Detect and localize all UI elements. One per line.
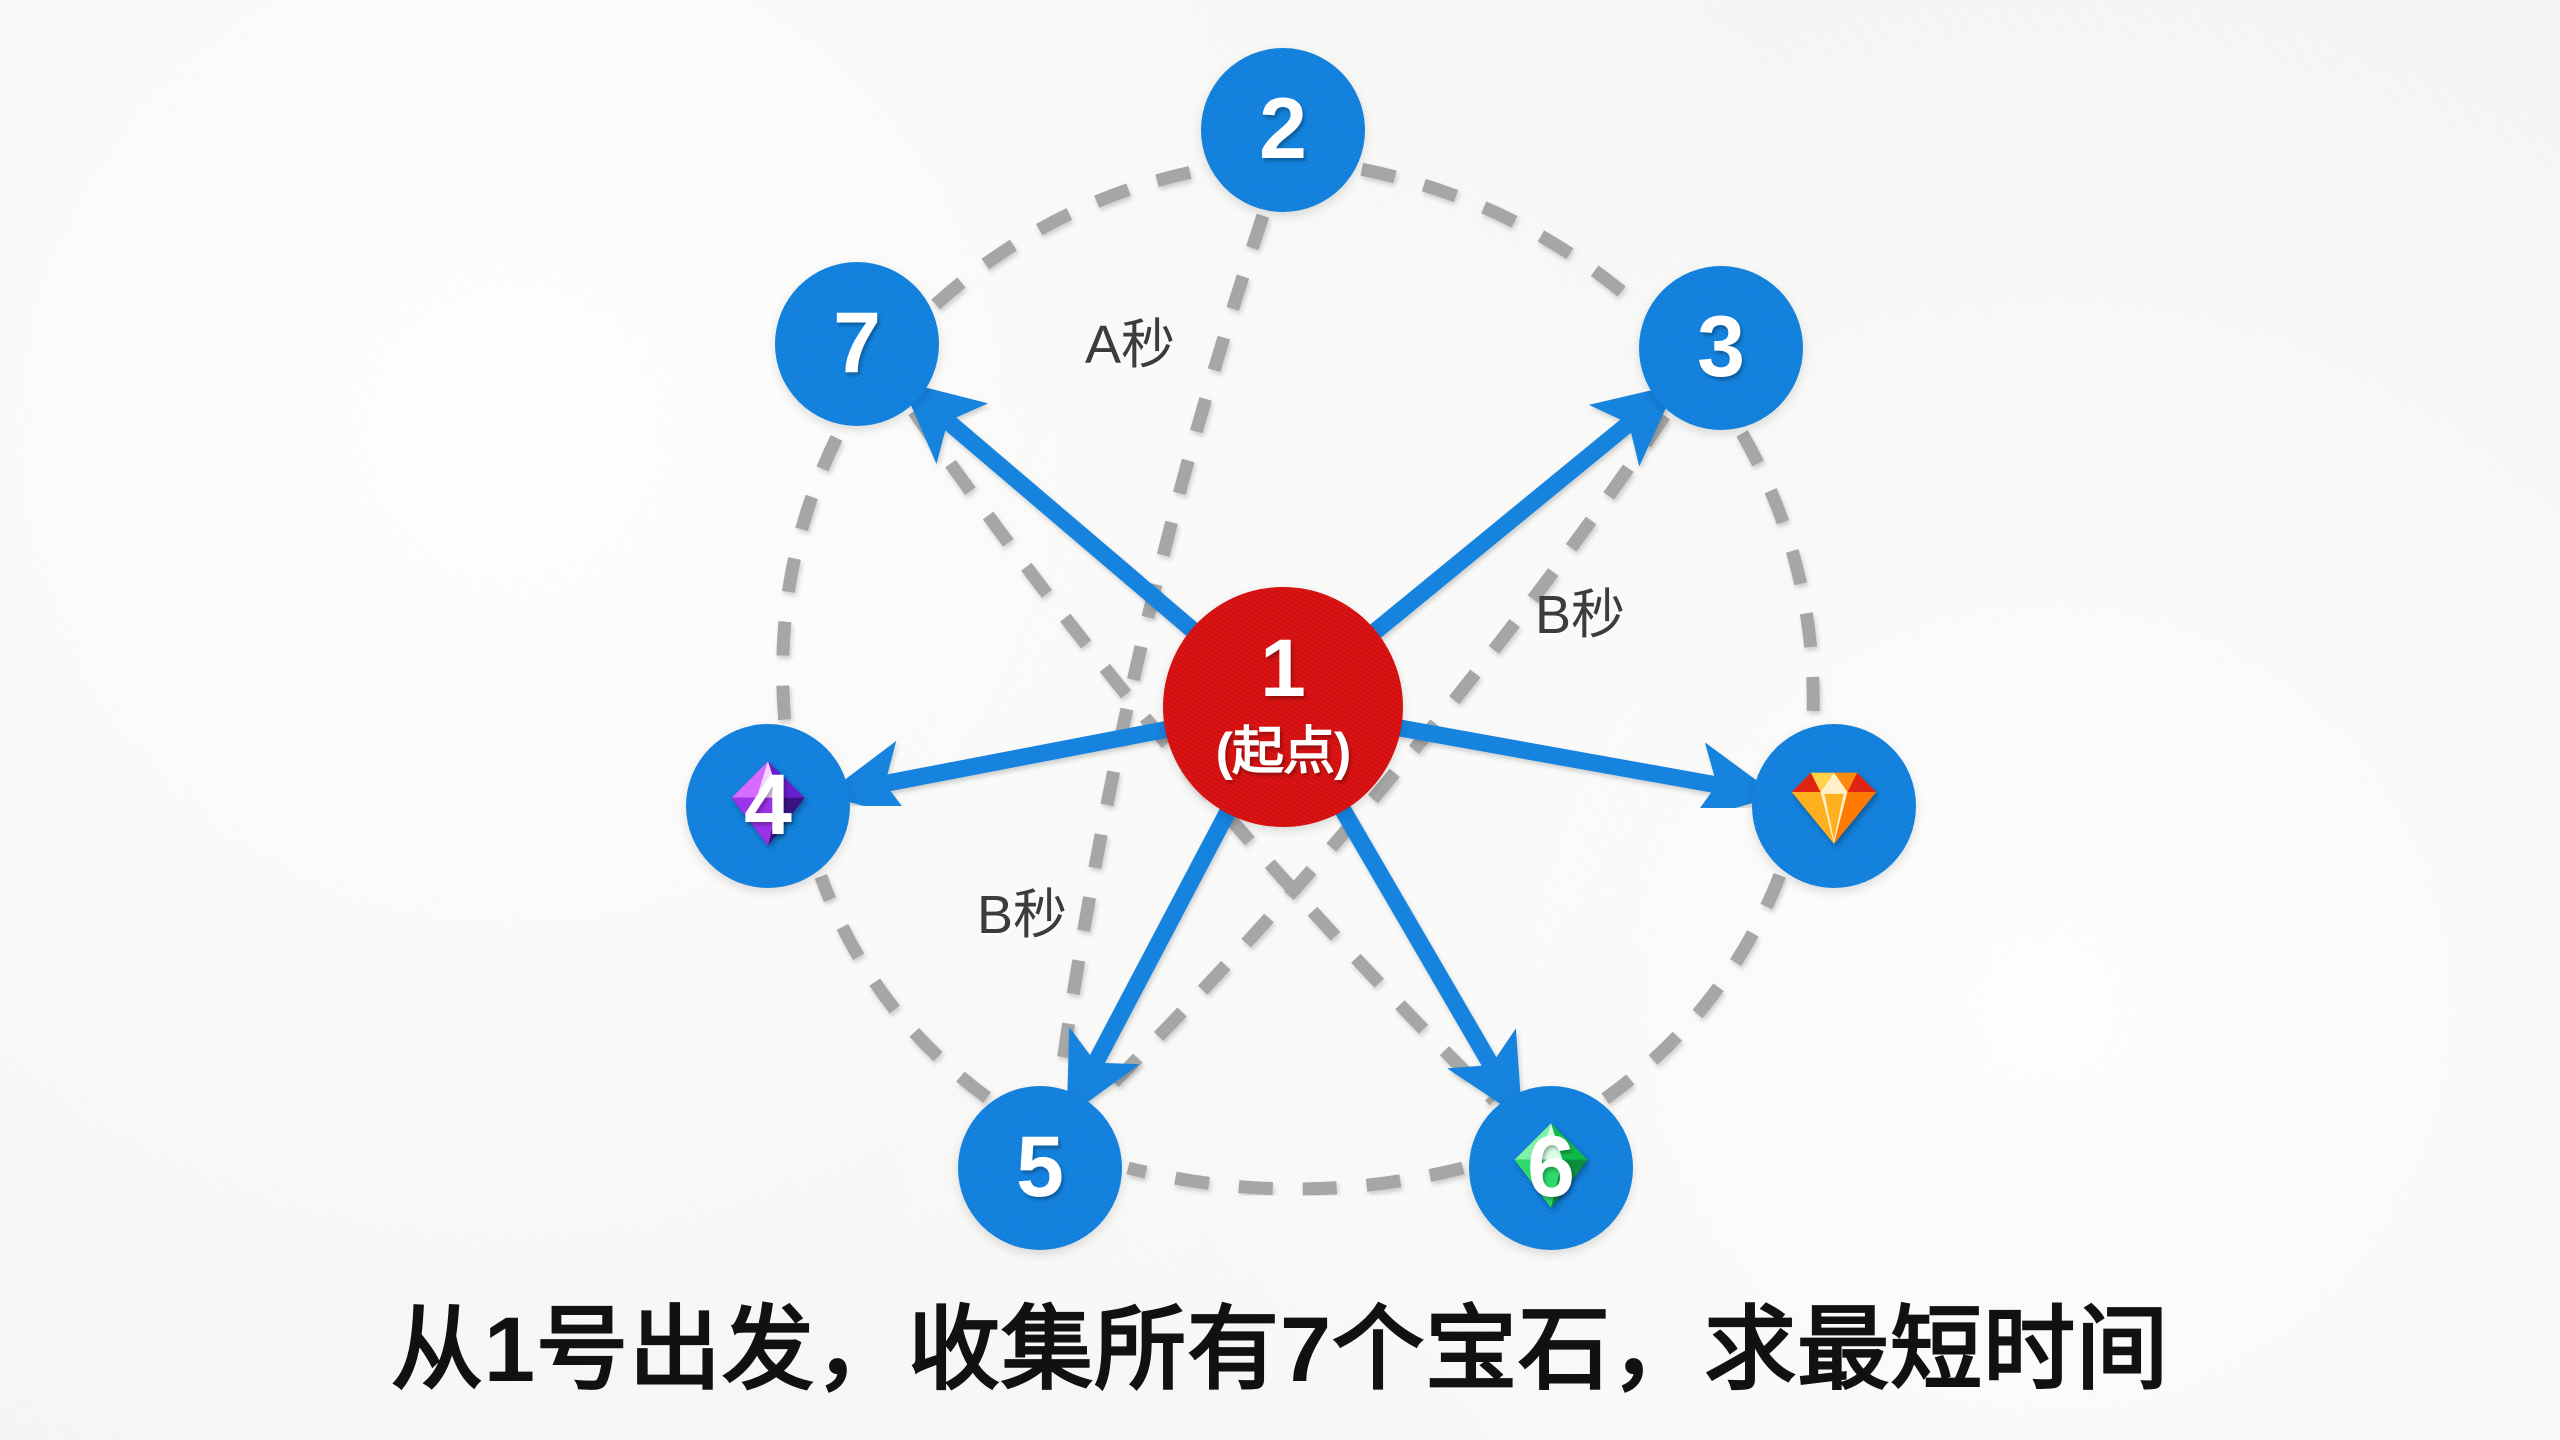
node-4-number: 4: [744, 757, 792, 854]
node-1-number: 1: [1260, 622, 1306, 714]
node-6[interactable]: 6: [1469, 1086, 1633, 1250]
solid-edge-1-to-3: [1350, 384, 1677, 654]
solid-edge-group: [824, 187, 1778, 1119]
node-start[interactable]: 1 (起点): [1163, 587, 1403, 827]
solid-edge-1-to-8: [1374, 715, 1778, 821]
node-5-number: 5: [1016, 1119, 1064, 1216]
node-8[interactable]: [1752, 724, 1916, 888]
dashed-edge-7-2: [931, 163, 1206, 310]
node-4[interactable]: 4: [686, 724, 850, 888]
dashed-edge-2-3: [1360, 162, 1647, 314]
dashed-edge-5-4: [814, 874, 991, 1103]
node-2[interactable]: 2: [1201, 48, 1365, 212]
dashed-edge-6-5: [1126, 1161, 1465, 1196]
node-1-sublabel: (起点): [1215, 723, 1352, 782]
edge-label-3: B秒: [977, 885, 1068, 945]
solid-edge-1-to-5: [1066, 786, 1247, 1118]
node-7[interactable]: 7: [775, 262, 939, 426]
edge-label-1: A秒: [1085, 315, 1176, 375]
edge-label-2: B秒: [1535, 585, 1626, 645]
dashed-edge-4-7: [776, 427, 847, 721]
green-gem-icon: [1503, 1118, 1599, 1219]
node-3-number: 3: [1697, 299, 1745, 396]
caption-text: 从1号出发，收集所有7个宝石，求最短时间: [390, 1299, 2170, 1401]
orange-gem-icon: [1786, 756, 1882, 857]
purple-gem-icon: [720, 756, 816, 857]
node-6-number: 6: [1527, 1119, 1575, 1216]
dashed-edge-3-8: [1736, 430, 1820, 721]
node-7-number: 7: [833, 295, 881, 392]
node-3[interactable]: 3: [1639, 266, 1803, 430]
solid-edge-1-to-7: [900, 381, 1217, 653]
node-5[interactable]: 5: [958, 1086, 1122, 1250]
solid-edge-1-to-4: [824, 716, 1193, 819]
solid-edge-1-to-6: [1322, 783, 1523, 1119]
dashed-edge-8-6: [1601, 872, 1786, 1104]
node-2-number: 2: [1259, 81, 1307, 178]
